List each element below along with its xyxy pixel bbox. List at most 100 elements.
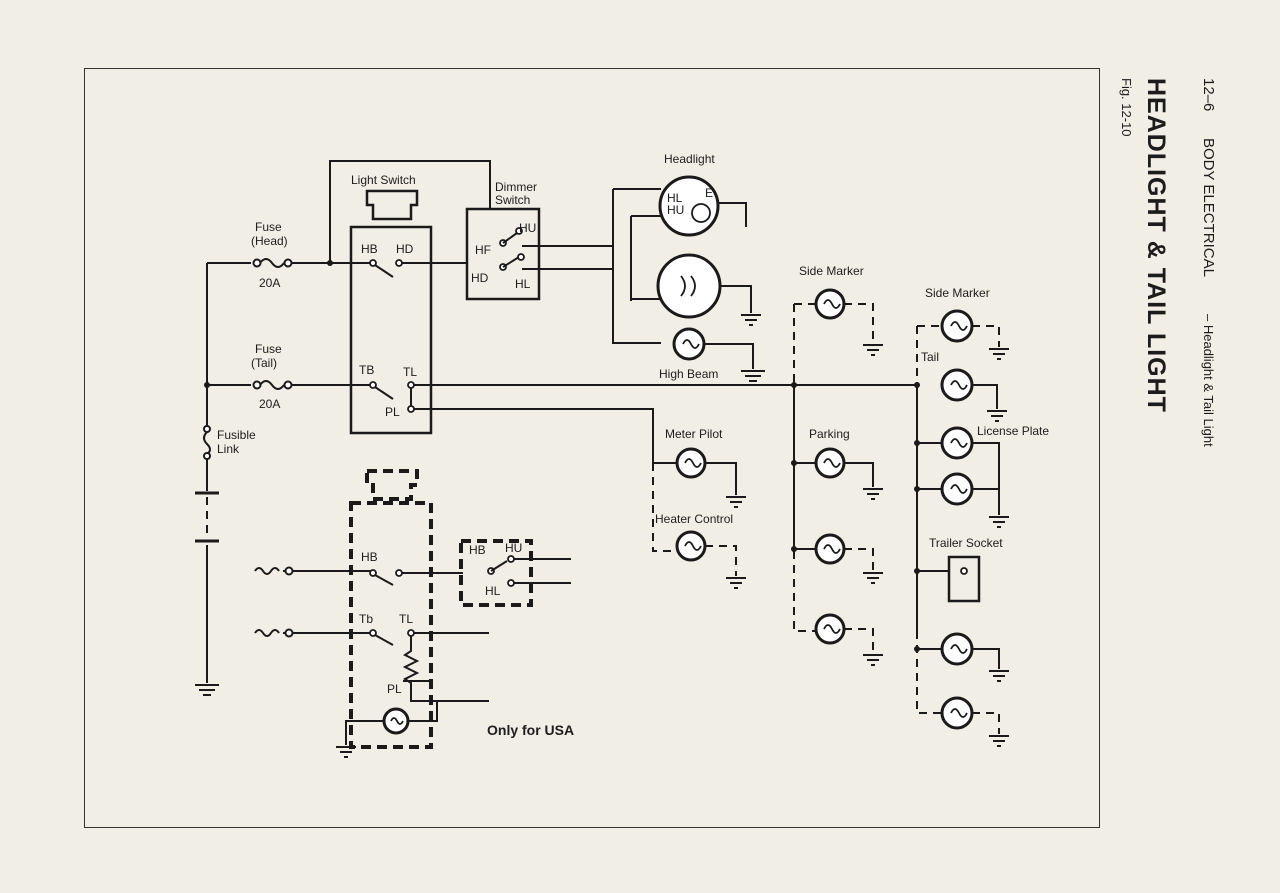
light-switch-box: [349, 225, 433, 435]
parking-ground: [844, 628, 874, 653]
junction-dot: [914, 646, 920, 652]
ground-icon: [863, 344, 883, 356]
fuse-tail-label-2: (Tail): [251, 356, 277, 370]
terminal-label-pl: PL: [385, 405, 400, 419]
lamp-filament: [950, 380, 968, 390]
switch-contact: [374, 386, 394, 400]
terminal-label-e: E: [705, 186, 713, 200]
switch-contact: [374, 264, 394, 278]
rotated-header-svg: 12–6 BODY ELECTRICAL – Headlight & Tail …: [1119, 78, 1217, 447]
ground-icon: [989, 735, 1009, 747]
headlight-lower-lamp: [656, 253, 722, 319]
lamp-filament: [823, 299, 841, 309]
side-marker-rear-label: Side Marker: [925, 286, 990, 300]
dimmer-contact: [490, 560, 508, 572]
terminal-hb: [369, 259, 377, 267]
ground-icon: [987, 410, 1007, 422]
fuse-head-label-2: (Head): [251, 234, 288, 248]
fuse-head-icon: [259, 258, 285, 268]
parking-label: Parking: [809, 427, 850, 441]
terminal: [507, 579, 515, 587]
usa-head-feed: [254, 567, 373, 575]
headlight-bus-2: [630, 215, 665, 301]
fuse-head-terminal-right: [283, 258, 293, 268]
usa-dimmer-box: [459, 539, 533, 607]
license-ground: [972, 442, 1000, 515]
junction-dot: [914, 486, 920, 492]
lamp-filament: [691, 203, 711, 223]
license-plate-lamp-1: [940, 426, 974, 460]
ground-icon: [726, 577, 746, 589]
fusible-link-icon: [203, 431, 211, 455]
dimmer-switch-box: [465, 207, 541, 301]
side-marker-rear-lamp: [940, 309, 974, 343]
terminal-hd: [395, 259, 403, 267]
terminal-label-hu-lamp: HU: [667, 203, 684, 217]
usa-switch-box: [349, 501, 433, 749]
dimmer-output-wires: [522, 245, 613, 270]
lamp-filament: [950, 484, 968, 494]
terminal-label-hd-dimmer: HD: [471, 271, 489, 285]
high-beam-ground-wire: [704, 343, 754, 369]
terminal: [395, 569, 403, 577]
rotated-header: 12–6 BODY ELECTRICAL – Headlight & Tail …: [1100, 68, 1220, 828]
switch-contact: [374, 574, 394, 586]
terminal: [284, 566, 294, 576]
ground-icon: [726, 496, 746, 508]
side-marker-front-label: Side Marker: [799, 264, 864, 278]
ground-icon: [863, 654, 883, 666]
headlight-label: Headlight: [664, 152, 715, 166]
tail-lamp: [940, 368, 974, 402]
terminal-hu: [515, 227, 523, 235]
trailer-socket-pin: [960, 567, 968, 575]
headlight-upper-lamp: [658, 175, 720, 237]
ground-icon: [989, 348, 1009, 360]
usa-tail-feed: [254, 629, 373, 637]
fusible-link-label-1: Fusible: [217, 428, 256, 442]
high-beam-label: High Beam: [659, 367, 718, 381]
terminal-label-hl: HL: [515, 277, 531, 291]
heater-ground-dash: [705, 545, 737, 576]
ground-icon: [741, 370, 765, 382]
headlight-bus: [612, 188, 661, 344]
fuse-tail-terminal-left: [252, 380, 262, 390]
meter-pilot-label: Meter Pilot: [665, 427, 723, 441]
ground-icon: [741, 314, 761, 326]
fusible-link-terminal: [203, 452, 211, 460]
switch-contact: [374, 634, 394, 646]
terminal: [407, 629, 415, 637]
license-plate-label: License Plate: [977, 424, 1049, 438]
lamp-filament: [950, 438, 968, 448]
section-title: BODY ELECTRICAL: [1200, 138, 1217, 277]
ground-icon: [863, 572, 883, 584]
trailer-socket-label: Trailer Socket: [929, 536, 1003, 550]
lamp-filament: [823, 624, 841, 634]
junction-dot: [204, 382, 210, 388]
page-title: HEADLIGHT & TAIL LIGHT: [1142, 78, 1170, 413]
rear-side-marker-dash: [916, 325, 941, 385]
headlight-ground-wire: [718, 202, 747, 227]
usa-dimmer-output: [514, 558, 571, 584]
headlight-ground-wire: [720, 285, 752, 313]
terminal: [507, 555, 515, 563]
parking-ground: [844, 462, 874, 487]
usa-switch-knob: [365, 469, 419, 501]
rear-ground: [972, 712, 1000, 734]
rear-lamp-1: [940, 632, 974, 666]
lamp-filament: [823, 544, 841, 554]
terminal-tl: [407, 381, 415, 389]
section-subtitle: – Headlight & Tail Light: [1201, 314, 1216, 447]
terminal-label-tl-usa: TL: [399, 612, 413, 626]
fuse-tail-label-1: Fuse: [255, 342, 282, 356]
fusible-link-label-2: Link: [217, 442, 240, 456]
side-marker-rear-ground: [972, 325, 1000, 347]
ground-icon: [863, 488, 883, 500]
fuse-tail-rating: 20A: [259, 397, 280, 411]
rear-lamp-dash: [916, 631, 941, 714]
terminal: [369, 629, 377, 637]
fuse-tail-terminal-right: [283, 380, 293, 390]
light-switch-label: Light Switch: [351, 173, 416, 187]
only-for-usa-label: Only for USA: [487, 722, 574, 738]
terminal-pl: [407, 405, 415, 413]
